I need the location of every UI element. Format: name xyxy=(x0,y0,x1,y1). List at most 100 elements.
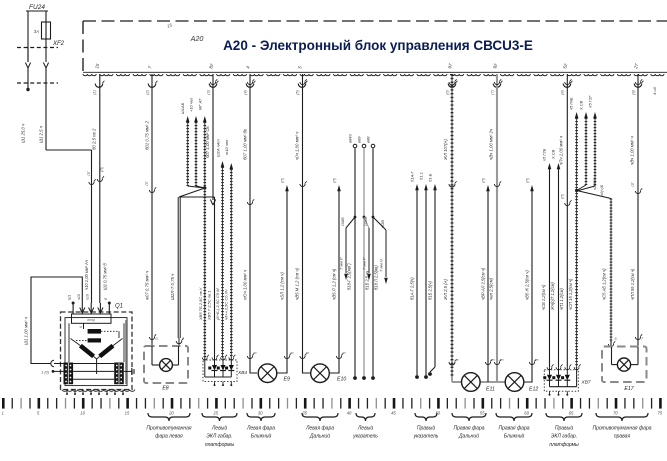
svg-text:45: 45 xyxy=(391,411,396,416)
svg-text:(9): (9) xyxy=(631,89,636,95)
svg-text:т: т xyxy=(501,358,504,362)
svg-text:чПЛ 55 1,2(см ч): чПЛ 55 1,2(см ч) xyxy=(630,268,635,300)
svg-text:Ш1: Ш1 xyxy=(68,295,72,300)
svg-text:анор: анор xyxy=(87,318,95,322)
svg-text:б1-Б: б1-Б xyxy=(428,173,433,182)
svg-text:50: 50 xyxy=(435,411,440,416)
svg-text:30: 30 xyxy=(258,411,263,416)
svg-text:+10 чел: +10 чел xyxy=(189,97,194,112)
svg-text:82: 82 xyxy=(208,63,214,70)
svg-text:ЗА: ЗА xyxy=(34,29,40,34)
svg-text:б07 1,00 мм² бк: б07 1,00 мм² бк xyxy=(243,128,248,160)
svg-text:52: 52 xyxy=(562,63,568,70)
svg-text:ХВ4: ХВ4 xyxy=(237,370,247,376)
svg-text:ЖЛ 107(А): ЖЛ 107(А) xyxy=(443,138,448,161)
svg-text:ОЖВ: ОЖВ xyxy=(363,217,368,226)
svg-text:70: 70 xyxy=(613,411,618,416)
svg-text:ч10 1,00 мм² Ач: ч10 1,00 мм² Ач xyxy=(84,259,89,290)
svg-text:(Л): (Л) xyxy=(526,177,530,183)
svg-text:Ш1 1,00 мм² ч: Ш1 1,00 мм² ч xyxy=(24,316,29,345)
svg-text:ЛГ: ЛГ xyxy=(631,181,635,188)
svg-text:Дальний: Дальний xyxy=(458,433,479,440)
svg-text:ч2РБГ: ч2РБГ xyxy=(592,178,597,190)
svg-text:(4): (4) xyxy=(243,89,248,95)
svg-text:Х.СВ: Х.СВ xyxy=(579,100,584,111)
svg-text:т: т xyxy=(254,351,257,355)
svg-text:в843: в843 xyxy=(348,133,353,143)
svg-text:(8): (8) xyxy=(560,89,565,95)
svg-text:Е8: Е8 xyxy=(162,386,168,392)
svg-text:Ш1 0,75 мм² б: Ш1 0,75 мм² б xyxy=(103,263,108,290)
svg-text:А20 - Электронный блок управле: А20 - Электронный блок управления СВСU3-… xyxy=(223,38,533,53)
svg-text:ЛГ: ЛГ xyxy=(145,180,149,187)
svg-text:чВР-АЛ 2,5(см ч): чВР-АЛ 2,5(см ч) xyxy=(481,267,486,300)
svg-text:чСБ 1,2(см ч): чСБ 1,2(см ч) xyxy=(541,284,546,310)
svg-text:FU24: FU24 xyxy=(29,4,45,11)
svg-text:К: К xyxy=(79,325,83,328)
svg-text:б18-Г 2,5(явГ): б18-Г 2,5(явГ) xyxy=(347,263,352,290)
svg-text:т: т xyxy=(536,358,539,362)
svg-text:т: т xyxy=(291,351,294,355)
svg-text:чSЛ 1,2 (см ч): чSЛ 1,2 (см ч) xyxy=(280,272,285,300)
svg-text:(Л): (Л) xyxy=(482,177,486,183)
svg-text:(Л): (Л) xyxy=(281,177,285,183)
svg-text:Правый: Правый xyxy=(555,425,573,432)
svg-text:в89: в89 xyxy=(357,136,362,143)
svg-text:платформы: платформы xyxy=(205,442,235,448)
svg-text:чВ5 М 1,2 (см ч): чВ5 М 1,2 (см ч) xyxy=(295,267,300,300)
svg-text:Т мм N: Т мм N xyxy=(379,259,384,272)
svg-text:Правая фара: Правая фара xyxy=(498,426,529,432)
svg-text:ч0ч 1,00 мм² ч: ч0ч 1,00 мм² ч xyxy=(295,131,300,160)
svg-text:в88: в88 xyxy=(366,136,371,143)
svg-text:2: 2 xyxy=(181,337,185,341)
svg-text:фара левая: фара левая xyxy=(155,434,183,440)
svg-text:Дальний: Дальний xyxy=(309,433,330,440)
svg-text:ХВ7: ХВ7 xyxy=(581,380,591,386)
svg-text:ЖЛ 2,5 (А): ЖЛ 2,5 (А) xyxy=(443,278,448,301)
svg-text:55: 55 xyxy=(480,411,485,416)
svg-text:чВч 1,00 мм² ч: чВч 1,00 мм² ч xyxy=(630,136,635,165)
svg-text:(1): (1) xyxy=(92,89,97,95)
svg-text:(5): (5) xyxy=(295,89,300,95)
svg-text:чПч 1,00 мм² ч: чПч 1,00 мм² ч xyxy=(559,135,564,165)
svg-text:Правая фара: Правая фара xyxy=(453,426,484,432)
svg-text:15: 15 xyxy=(166,22,173,29)
svg-text:1: 1 xyxy=(2,411,4,416)
svg-text:Левый: Левый xyxy=(357,425,373,432)
svg-text:т: т xyxy=(456,358,459,362)
svg-text:40: 40 xyxy=(347,411,352,416)
svg-text:Х5 Г2Г: Х5 Г2Г xyxy=(588,95,593,109)
svg-text:Е9: Е9 xyxy=(284,377,290,383)
svg-text:27: 27 xyxy=(633,63,640,71)
svg-text:МГ АТ: МГ АТ xyxy=(197,98,202,110)
svg-text:хЮч 1,00 мм² ч: хЮч 1,00 мм² ч xyxy=(243,269,248,301)
svg-text:(3): (3) xyxy=(206,89,211,95)
svg-text:10: 10 xyxy=(80,411,85,416)
svg-text:т: т xyxy=(306,351,309,355)
svg-text:Ш1АБ: Ш1АБ xyxy=(180,102,185,114)
svg-text:б18 Л 2,5(яв): б18 Л 2,5(яв) xyxy=(374,265,379,290)
svg-text:Т мм Р: Т мм Р xyxy=(339,257,344,270)
svg-text:Ш1 25,0 ч: Ш1 25,0 ч xyxy=(21,123,26,143)
svg-text:чС5 АБ 1,2(см ч): чС5 АБ 1,2(см ч) xyxy=(602,268,607,300)
svg-text:правая: правая xyxy=(614,434,631,440)
svg-text:20: 20 xyxy=(168,411,174,416)
svg-text:(6): (6) xyxy=(445,89,450,95)
svg-text:4: 4 xyxy=(245,65,251,69)
svg-text:т: т xyxy=(343,351,346,355)
svg-text:Левая фара: Левая фара xyxy=(305,426,334,432)
svg-text:Левая фара: Левая фара xyxy=(246,426,275,432)
svg-text:б1Б 2,5 кч: б1Б 2,5 кч xyxy=(365,270,370,290)
svg-text:Ш1А чАт: Ш1А чАт xyxy=(216,139,221,157)
svg-text:97: 97 xyxy=(447,63,453,70)
svg-text:А20: А20 xyxy=(190,34,204,43)
svg-text:7: 7 xyxy=(641,337,644,341)
svg-text:5: 5 xyxy=(615,337,618,341)
svg-text:(Л): (Л) xyxy=(561,193,565,199)
svg-text:5: 5 xyxy=(37,411,40,416)
svg-text:чВ5 Ж 2,5(см ч): чВ5 Ж 2,5(см ч) xyxy=(525,270,530,300)
svg-text:х5 Г2Б: х5 Г2Б xyxy=(542,148,547,162)
svg-text:чП1 1,2(см): чП1 1,2(см) xyxy=(559,288,564,310)
svg-text:(7): (7) xyxy=(490,89,495,95)
svg-text:Е11: Е11 xyxy=(486,387,495,393)
